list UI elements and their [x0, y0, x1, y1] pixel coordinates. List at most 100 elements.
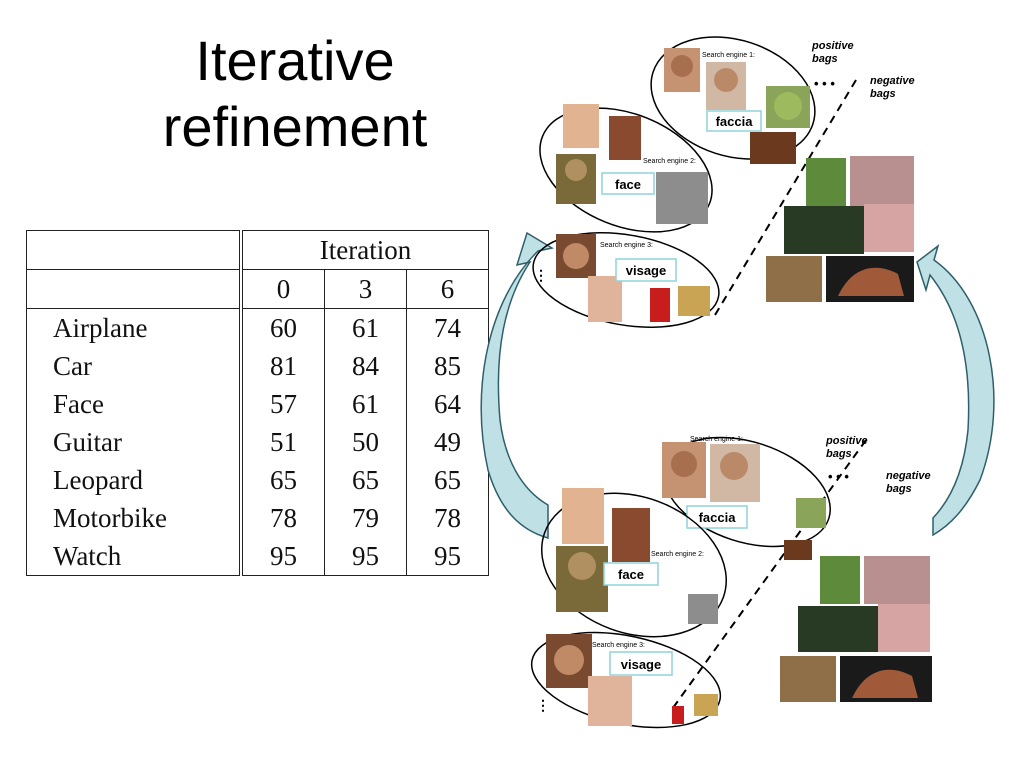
query-visage: visage [621, 657, 661, 672]
row-label: Guitar [26, 423, 241, 461]
cell: 65 [239, 461, 325, 499]
curved-arrow-left [480, 231, 555, 539]
table-row: Motorbike 78 79 78 [26, 499, 489, 537]
table-row: Guitar 51 50 49 [26, 423, 489, 461]
table-row: Face 57 61 64 [26, 385, 489, 423]
bag-ellipse-engine-2 [540, 492, 728, 638]
face-thumbnail [588, 676, 632, 726]
negative-image-crocodile [798, 606, 878, 652]
table-header-col-0: 0 [239, 269, 325, 309]
negative-image-brain [878, 604, 930, 652]
cell: 78 [406, 499, 489, 537]
cell: 50 [324, 423, 407, 461]
table-header-col-1: 3 [324, 269, 407, 309]
query-visage: visage [626, 263, 666, 278]
results-table: Iteration 0 3 6 Airplane 60 61 74 Car 81… [26, 230, 489, 576]
query-faccia: faccia [716, 114, 754, 129]
search-engine-3-label: Search engine 3: [592, 642, 645, 649]
ellipsis-dots: • • • [814, 76, 835, 91]
cell: 81 [239, 347, 325, 385]
negative-image-fan [864, 556, 930, 604]
query-box-visage [609, 651, 673, 676]
negative-image-brain [864, 204, 914, 252]
face-thumbnail [563, 104, 599, 148]
query-box-face [601, 172, 655, 195]
search-engine-3-label: Search engine 3: [600, 242, 653, 249]
cell: 65 [406, 461, 489, 499]
curved-arrow-right [916, 244, 995, 537]
cell: 60 [239, 308, 325, 347]
cell: 84 [324, 347, 407, 385]
cell: 61 [324, 308, 407, 347]
face-thumbnail [588, 276, 622, 322]
row-label: Airplane [26, 308, 241, 347]
face-thumbnail [688, 594, 718, 624]
cell: 78 [239, 499, 325, 537]
coffee-beans-thumbnail [784, 540, 812, 560]
negative-image-fan [850, 156, 914, 206]
query-face: face [618, 567, 644, 582]
search-engine-1-label: Search engine 1: [690, 436, 743, 443]
query-box-faccia [706, 110, 762, 132]
cell: 95 [239, 537, 325, 576]
cell: 49 [406, 423, 489, 461]
negative-image-cougar [766, 256, 822, 302]
table-header-col-2: 6 [406, 269, 489, 309]
search-engine-2-label: Search engine 2: [651, 551, 704, 558]
jar-thumbnail [694, 694, 718, 716]
red-object-thumbnail [672, 706, 684, 724]
cell: 65 [324, 461, 407, 499]
cell: 85 [406, 347, 489, 385]
cell: 51 [239, 423, 325, 461]
negative-image-crocodile [784, 206, 864, 254]
title-line-2: refinement [162, 95, 428, 158]
dinosaur-shape [838, 267, 904, 296]
row-label: Watch [26, 537, 241, 576]
face-thumbnail [656, 172, 708, 224]
jar-thumbnail [678, 286, 710, 316]
table-header-iteration: Iteration [239, 230, 489, 270]
table-row: Leopard 65 65 65 [26, 461, 489, 499]
query-box-visage [615, 258, 677, 282]
table-row: Car 81 84 85 [26, 347, 489, 385]
face-thumbnail [562, 488, 604, 544]
face-thumbnail [612, 508, 650, 562]
row-label: Motorbike [26, 499, 241, 537]
table-row: Watch 95 95 95 [26, 537, 489, 576]
search-engine-1-label: Search engine 1: [702, 52, 755, 59]
negative-image-cougar [780, 656, 836, 702]
coffee-beans-thumbnail [750, 132, 796, 164]
cell: 61 [324, 385, 407, 423]
search-engine-2-label: Search engine 2: [643, 158, 696, 165]
negative-image-tree [820, 556, 860, 604]
cell: 95 [406, 537, 489, 576]
cell: 74 [406, 308, 489, 347]
cell: 95 [324, 537, 407, 576]
row-label: Car [26, 347, 241, 385]
query-face: face [615, 177, 641, 192]
red-object-thumbnail [650, 288, 670, 322]
bag-ellipse-engine-1 [650, 36, 816, 160]
row-label: Leopard [26, 461, 241, 499]
table-header-row-2: 0 3 6 [26, 269, 489, 309]
vertical-ellipsis: ⋮ [536, 697, 550, 713]
table-header-row-1: Iteration [26, 230, 489, 270]
ellipsis-dots: • • • [828, 469, 849, 484]
bag-ellipse-engine-3 [532, 232, 720, 328]
negative-image-tree [806, 158, 846, 206]
face-thumbnail [609, 116, 641, 160]
row-label: Face [26, 385, 241, 423]
separator-dashed-line [711, 79, 857, 321]
dinosaur-shape [852, 669, 918, 698]
shrek-thumbnail [796, 498, 826, 528]
cell: 57 [239, 385, 325, 423]
table-row: Airplane 60 61 74 [26, 308, 489, 347]
cell: 64 [406, 385, 489, 423]
cell: 79 [324, 499, 407, 537]
